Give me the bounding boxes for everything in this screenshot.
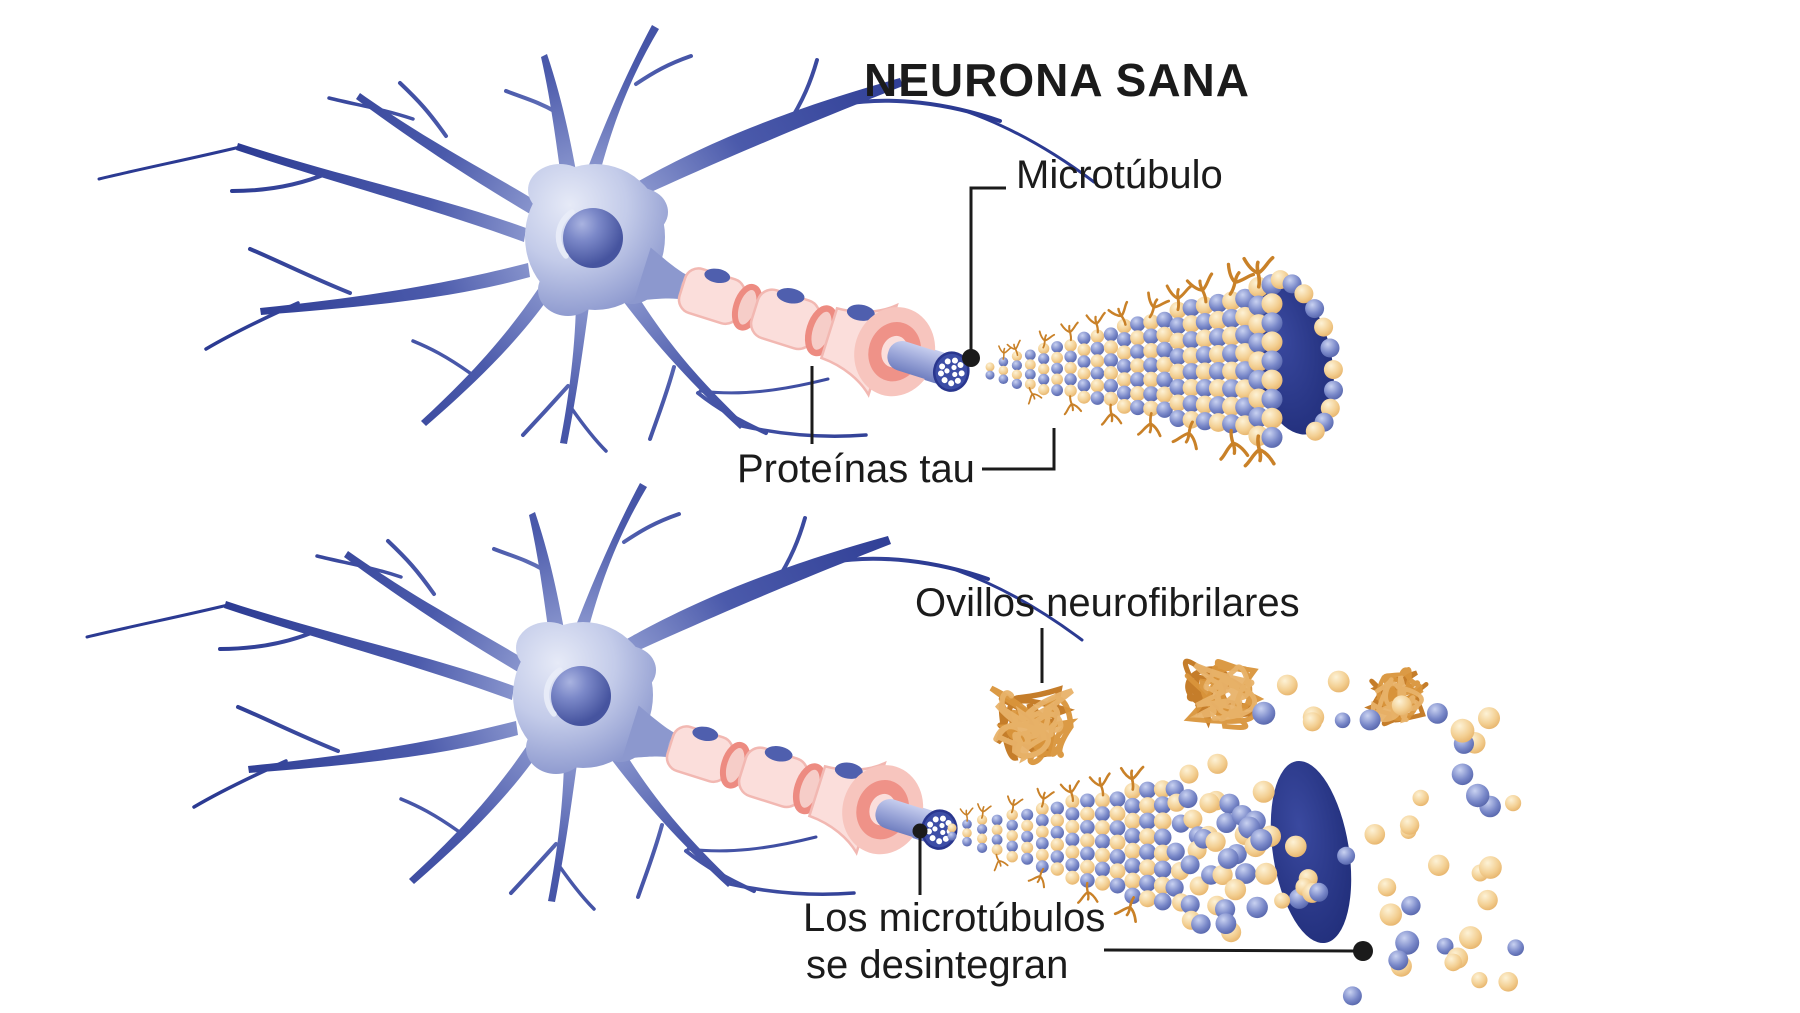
connector-disintegration: [1103, 948, 1357, 953]
label-tau-proteins: Proteínas tau: [737, 447, 975, 491]
label-disintegration-line1: Los microtúbulos: [803, 896, 1105, 940]
pointer-dot-microtubule: [962, 349, 980, 367]
pointer-dot-axon-bottom: [912, 823, 928, 839]
neurofibrillary-tangles: [989, 658, 1429, 766]
diagram-title: NEURONA SANA: [864, 54, 1250, 106]
scattered-tubulin-beads: [1252, 670, 1524, 1006]
label-microtubule: Microtúbulo: [1016, 153, 1223, 197]
pointer-dot-disintegration: [1353, 941, 1373, 961]
diseased-neuron: [87, 483, 1082, 909]
connector-microtubule: [969, 186, 1006, 356]
label-disintegration-line2: se desintegran: [806, 943, 1068, 987]
connector-tau-right: [982, 428, 1056, 471]
connector-lines: [810, 186, 1357, 953]
label-tangles: Ovillos neurofibrilares: [915, 581, 1300, 625]
microtubule-cone-healthy: [985, 255, 1343, 468]
